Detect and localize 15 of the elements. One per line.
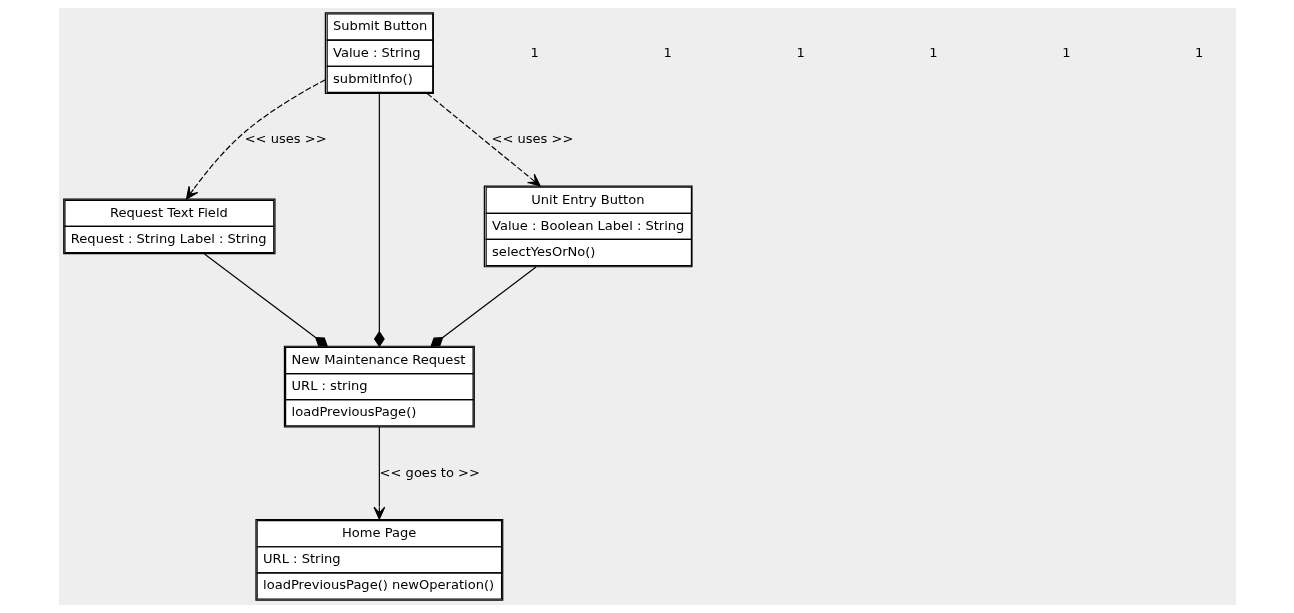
connector xyxy=(373,93,385,348)
edge-label: << uses >> xyxy=(244,131,327,147)
label: 1 xyxy=(795,44,805,60)
arrow xyxy=(426,92,541,187)
edge-label: << goes to >> xyxy=(379,464,480,480)
label: 1 xyxy=(1061,44,1070,60)
connector xyxy=(203,253,328,347)
label: 1 xyxy=(663,44,672,60)
label: 1 xyxy=(1194,44,1203,60)
label: 1 xyxy=(928,44,938,60)
label: 1 xyxy=(530,44,539,60)
arrow xyxy=(372,426,385,520)
connector xyxy=(429,266,537,347)
arrow xyxy=(185,79,326,200)
edge-label: << uses >> xyxy=(490,131,573,147)
